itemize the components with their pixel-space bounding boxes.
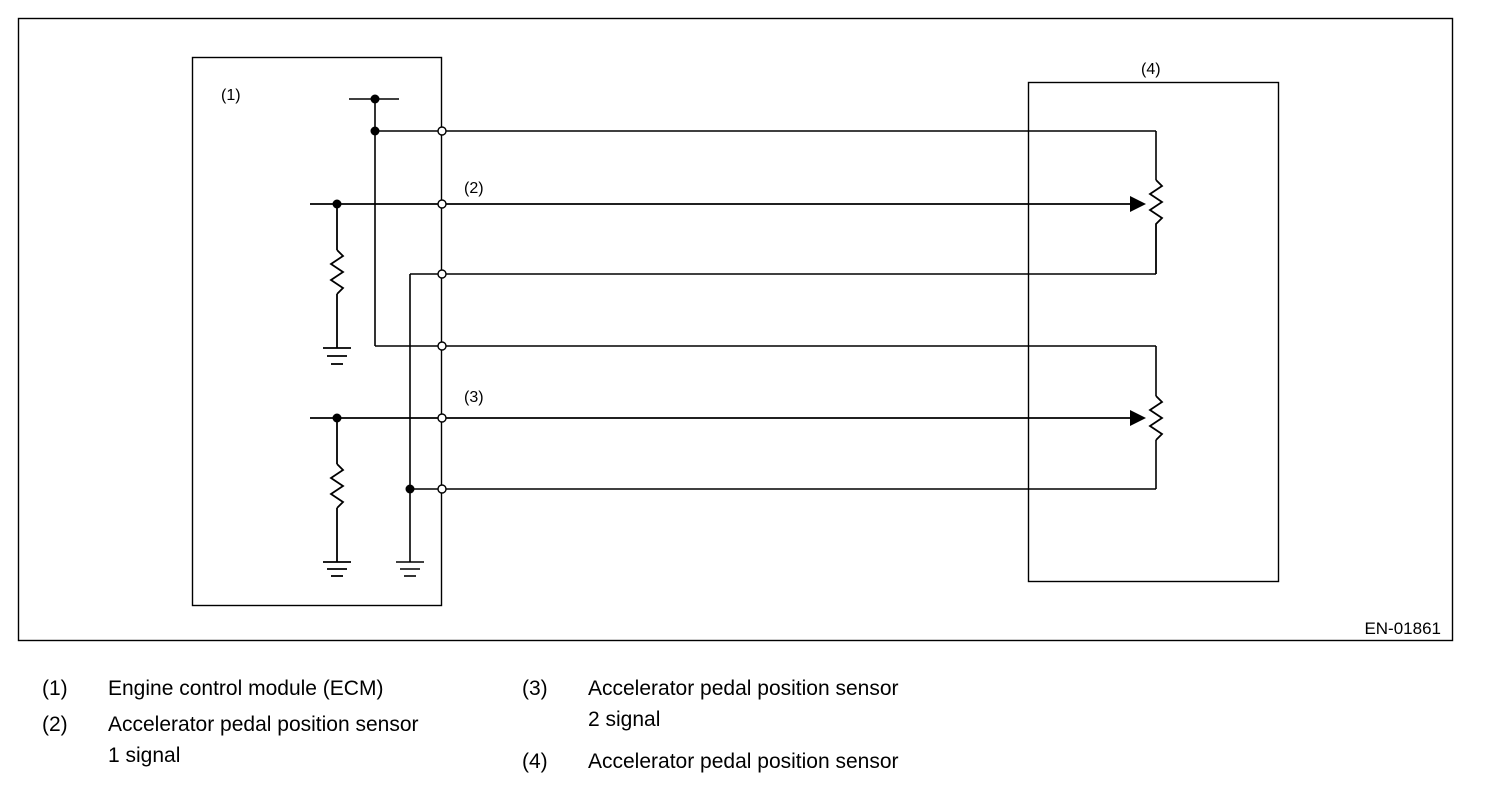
potentiometer-1 [1148, 179, 1164, 274]
legend-text: 2 signal [588, 708, 661, 731]
terminal [437, 126, 447, 136]
wiring-diagram: (1) (4) (2) [17, 17, 1454, 642]
terminal [437, 199, 447, 209]
terminal [437, 413, 447, 423]
legend-number: (2) [42, 713, 68, 736]
junction-dot [332, 199, 342, 209]
junction-dot [332, 413, 342, 423]
sensor-box [1027, 81, 1280, 583]
diagram-frame [17, 17, 1454, 642]
arrow-signal1 [1130, 196, 1146, 212]
terminal [437, 484, 447, 494]
potentiometer-2 [1148, 395, 1164, 441]
legend-number: (4) [522, 750, 548, 773]
diagram-id-code: EN-01861 [1364, 619, 1441, 638]
ecm-label: (1) [221, 87, 241, 104]
legend-text: Accelerator pedal position sensor [588, 677, 899, 700]
legend-text: Accelerator pedal position sensor [108, 713, 419, 736]
signal1-label: (2) [464, 180, 484, 197]
signal2-label: (3) [464, 389, 484, 406]
legend-number: (1) [42, 677, 68, 700]
arrow-signal2 [1130, 410, 1146, 426]
ground-line [396, 273, 1157, 577]
ecm-box [191, 56, 443, 607]
legend-number: (3) [522, 677, 548, 700]
sensor-label: (4) [1141, 61, 1161, 78]
junction-dot [370, 126, 380, 136]
signal1-line [310, 203, 1130, 365]
signal2-line [310, 417, 1130, 577]
junction-dot [405, 484, 415, 494]
terminal [437, 269, 447, 279]
ecm-terminals [437, 126, 447, 494]
legend-text: Accelerator pedal position sensor [588, 750, 899, 773]
power-supply [349, 98, 1157, 396]
junction-dot [370, 94, 380, 104]
terminal [437, 341, 447, 351]
legend-text: Engine control module (ECM) [108, 677, 384, 700]
legend-text: 1 signal [108, 744, 181, 767]
